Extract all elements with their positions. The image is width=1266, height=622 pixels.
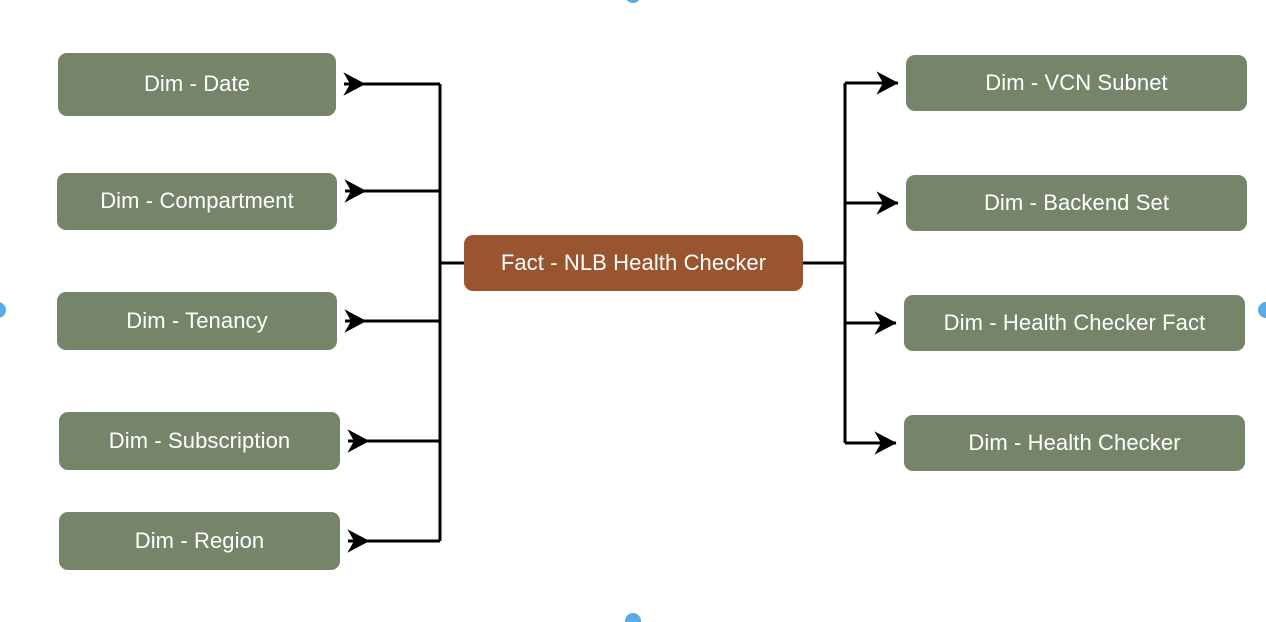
node-dim-backend-set[interactable]: Dim - Backend Set: [906, 175, 1247, 231]
node-label: Dim - Compartment: [100, 188, 294, 214]
node-label: Dim - Date: [143, 71, 251, 97]
node-label: Dim - Subscription: [108, 427, 291, 453]
node-label: Dim - Tenancy: [126, 307, 268, 333]
node-label: Dim - Backend Set: [983, 189, 1170, 215]
node-dim-date[interactable]: Dim - Date: [58, 53, 336, 116]
node-dim-health-checker-fact[interactable]: Dim - Health Checker Fact: [904, 295, 1245, 351]
node-label: Dim - VCN Subnet: [985, 69, 1168, 95]
node-label: Dim - Health Checker Fact: [943, 309, 1206, 335]
node-label: Dim - Health Checker: [968, 429, 1181, 455]
node-dim-compartment[interactable]: Dim - Compartment: [57, 173, 337, 230]
selection-handle-left[interactable]: [0, 302, 6, 318]
node-label: Dim - Region: [134, 527, 265, 553]
node-dim-vcn-subnet[interactable]: Dim - VCN Subnet: [906, 55, 1247, 111]
node-dim-tenancy[interactable]: Dim - Tenancy: [57, 292, 337, 350]
node-dim-health-checker[interactable]: Dim - Health Checker: [904, 415, 1245, 471]
selection-handle-bottom[interactable]: [625, 613, 641, 622]
node-label: Fact - NLB Health Checker: [500, 249, 767, 275]
node-dim-region[interactable]: Dim - Region: [59, 512, 340, 570]
node-dim-subscription[interactable]: Dim - Subscription: [59, 412, 340, 470]
selection-handle-top[interactable]: [625, 0, 641, 3]
selection-handle-right[interactable]: [1258, 302, 1266, 318]
node-fact-nlb-health-checker[interactable]: Fact - NLB Health Checker: [464, 235, 803, 291]
